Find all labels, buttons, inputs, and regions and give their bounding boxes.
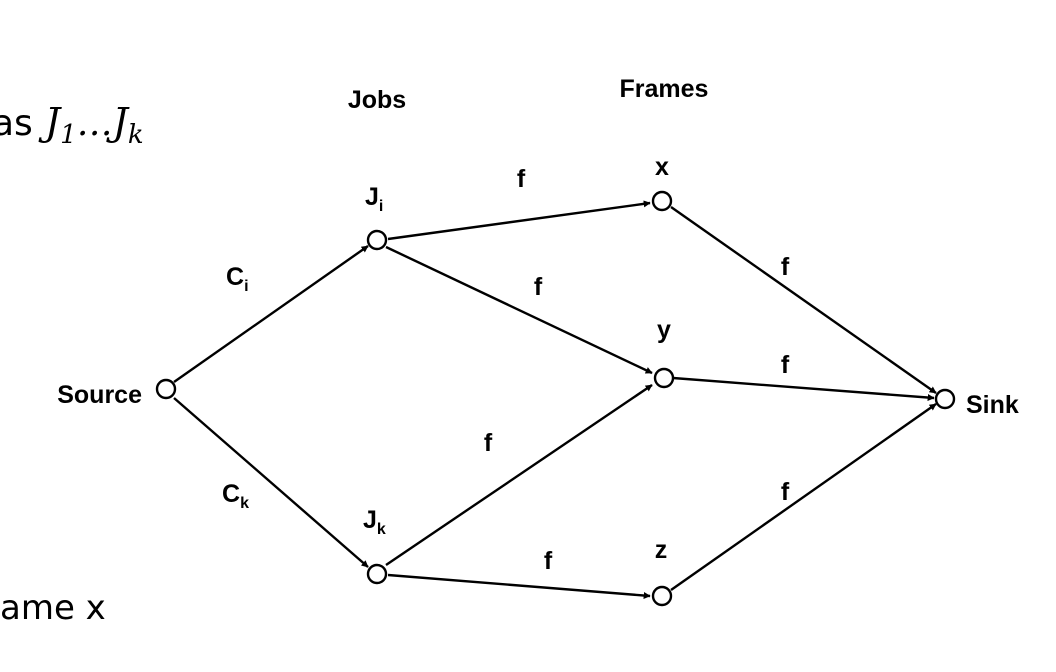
z-label: z [655, 536, 668, 564]
edge-label-ji-y: f [534, 273, 543, 301]
sink-label: Sink [966, 391, 1019, 419]
edge-source-ji [173, 245, 369, 383]
frames-header: Frames [620, 75, 709, 103]
edge-label-ji-x: f [517, 165, 526, 193]
edge-label-jk-z: f [544, 547, 553, 575]
edge-x-sink [670, 206, 937, 394]
source-label: Source [57, 381, 142, 409]
edge-jk-y [385, 384, 653, 566]
edge-y-sink [672, 376, 935, 402]
edge-label-z-sink: f [781, 478, 790, 506]
node-z [651, 585, 673, 607]
edge-label-y-sink: f [781, 351, 790, 379]
node-source [155, 378, 177, 400]
ji-label: Ji [365, 183, 383, 215]
slide-text-bottom: ame x [0, 588, 106, 628]
node-jk [366, 563, 388, 585]
jk-label: Jk [363, 506, 386, 538]
node-ji [366, 229, 388, 251]
node-y [653, 367, 675, 389]
edge-z-sink [670, 403, 937, 591]
edge-ji-y [385, 245, 653, 375]
node-x [651, 190, 673, 212]
y-label: y [657, 316, 671, 344]
slide-text-top: as J1…Jk [0, 100, 144, 150]
edge-label-source-jk: Ck [222, 480, 249, 512]
edge-ji-x [387, 200, 651, 241]
edge-source-jk [173, 397, 369, 568]
node-sink [934, 388, 956, 410]
edge-label-x-sink: f [781, 253, 790, 281]
jobs-header: Jobs [348, 86, 406, 114]
x-label: x [655, 153, 669, 181]
edge-label-jk-y: f [484, 429, 493, 457]
edge-label-source-ji: Ci [226, 263, 249, 295]
edge-jk-z [387, 573, 651, 599]
